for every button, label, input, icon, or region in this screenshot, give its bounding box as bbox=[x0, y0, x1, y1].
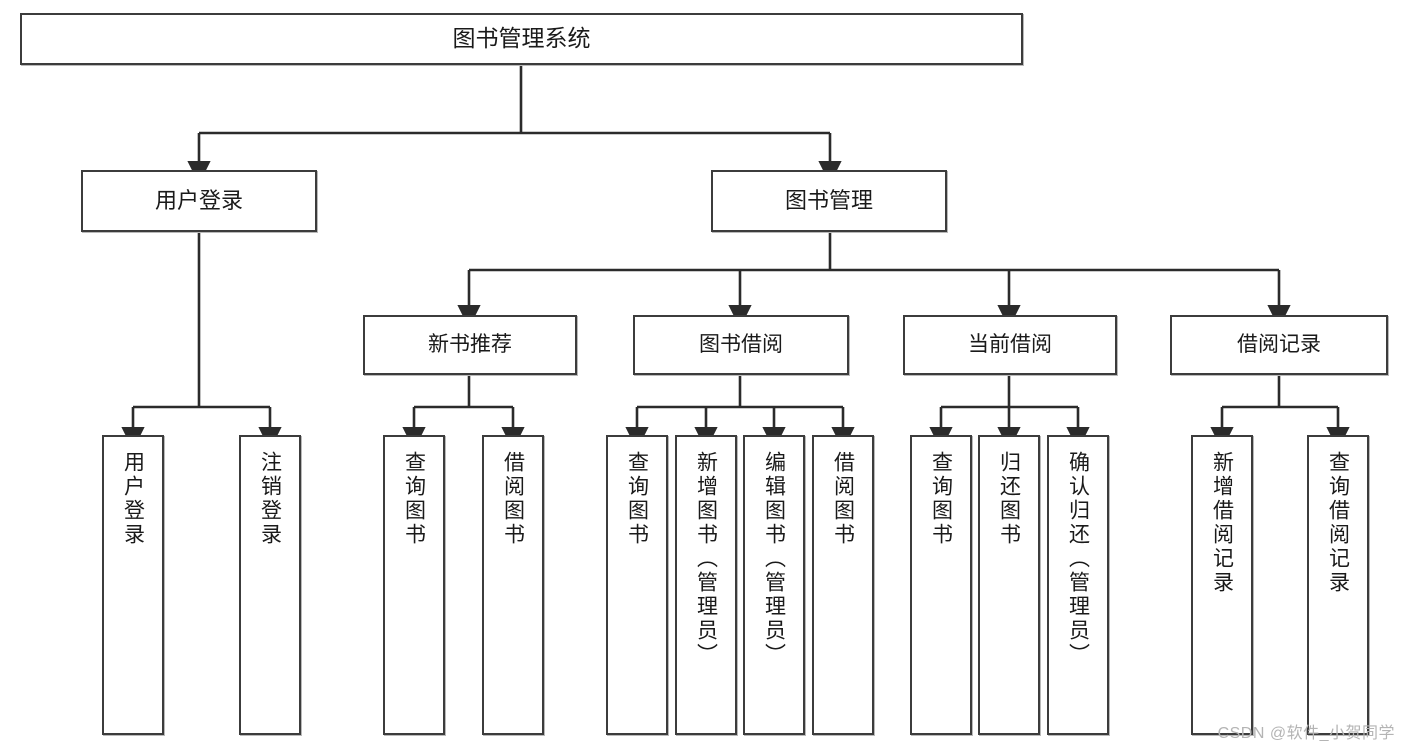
node-book-borrow[interactable]: 图书借阅 bbox=[633, 315, 849, 375]
leaf-edit-book[interactable]: 编辑图书（管理员） bbox=[743, 435, 805, 735]
leaf-add-book[interactable]: 新增图书（管理员） bbox=[675, 435, 737, 735]
node-user-login-label: 用户登录 bbox=[154, 188, 243, 214]
leaf-return-book-label: 归还图书 bbox=[997, 451, 1021, 547]
leaf-query-book-2-label: 查询图书 bbox=[625, 451, 649, 547]
csdn-watermark: CSDN @软件_小贺同学 bbox=[1217, 725, 1395, 742]
node-new-book-rec-label: 新书推荐 bbox=[428, 332, 512, 356]
node-borrow-record-label: 借阅记录 bbox=[1237, 332, 1321, 356]
node-book-manage[interactable]: 图书管理 bbox=[711, 170, 947, 232]
leaf-user-logout-label: 注销登录 bbox=[258, 451, 282, 547]
node-book-manage-label: 图书管理 bbox=[784, 188, 873, 214]
node-user-login[interactable]: 用户登录 bbox=[81, 170, 317, 232]
leaf-borrow-book-2[interactable]: 借阅图书 bbox=[812, 435, 874, 735]
leaf-query-book-2[interactable]: 查询图书 bbox=[606, 435, 668, 735]
leaf-add-record[interactable]: 新增借阅记录 bbox=[1191, 435, 1253, 735]
leaf-edit-book-label: 编辑图书（管理员） bbox=[762, 451, 786, 667]
leaf-query-record-label: 查询借阅记录 bbox=[1326, 451, 1350, 595]
node-root-label: 图书管理系统 bbox=[452, 25, 591, 52]
leaf-confirm-return-label: 确认归还（管理员） bbox=[1066, 451, 1090, 667]
node-current-borrow[interactable]: 当前借阅 bbox=[903, 315, 1117, 375]
node-book-borrow-label: 图书借阅 bbox=[699, 332, 783, 356]
node-current-borrow-label: 当前借阅 bbox=[968, 332, 1052, 356]
leaf-query-record[interactable]: 查询借阅记录 bbox=[1307, 435, 1369, 735]
leaf-query-book-3-label: 查询图书 bbox=[929, 451, 953, 547]
leaf-user-logout[interactable]: 注销登录 bbox=[239, 435, 301, 735]
leaf-confirm-return[interactable]: 确认归还（管理员） bbox=[1047, 435, 1109, 735]
leaf-query-book-1[interactable]: 查询图书 bbox=[383, 435, 445, 735]
leaf-borrow-book-2-label: 借阅图书 bbox=[831, 451, 855, 547]
node-borrow-record[interactable]: 借阅记录 bbox=[1170, 315, 1388, 375]
leaf-return-book[interactable]: 归还图书 bbox=[978, 435, 1040, 735]
leaf-query-book-3[interactable]: 查询图书 bbox=[910, 435, 972, 735]
leaf-user-login[interactable]: 用户登录 bbox=[102, 435, 164, 735]
leaf-borrow-book-1[interactable]: 借阅图书 bbox=[482, 435, 544, 735]
leaf-query-book-1-label: 查询图书 bbox=[402, 451, 426, 547]
leaf-add-book-label: 新增图书（管理员） bbox=[694, 451, 718, 667]
node-new-book-rec[interactable]: 新书推荐 bbox=[363, 315, 577, 375]
leaf-borrow-book-1-label: 借阅图书 bbox=[501, 451, 525, 547]
leaf-user-login-label: 用户登录 bbox=[121, 451, 145, 547]
node-root[interactable]: 图书管理系统 bbox=[20, 13, 1023, 65]
leaf-add-record-label: 新增借阅记录 bbox=[1210, 451, 1234, 595]
